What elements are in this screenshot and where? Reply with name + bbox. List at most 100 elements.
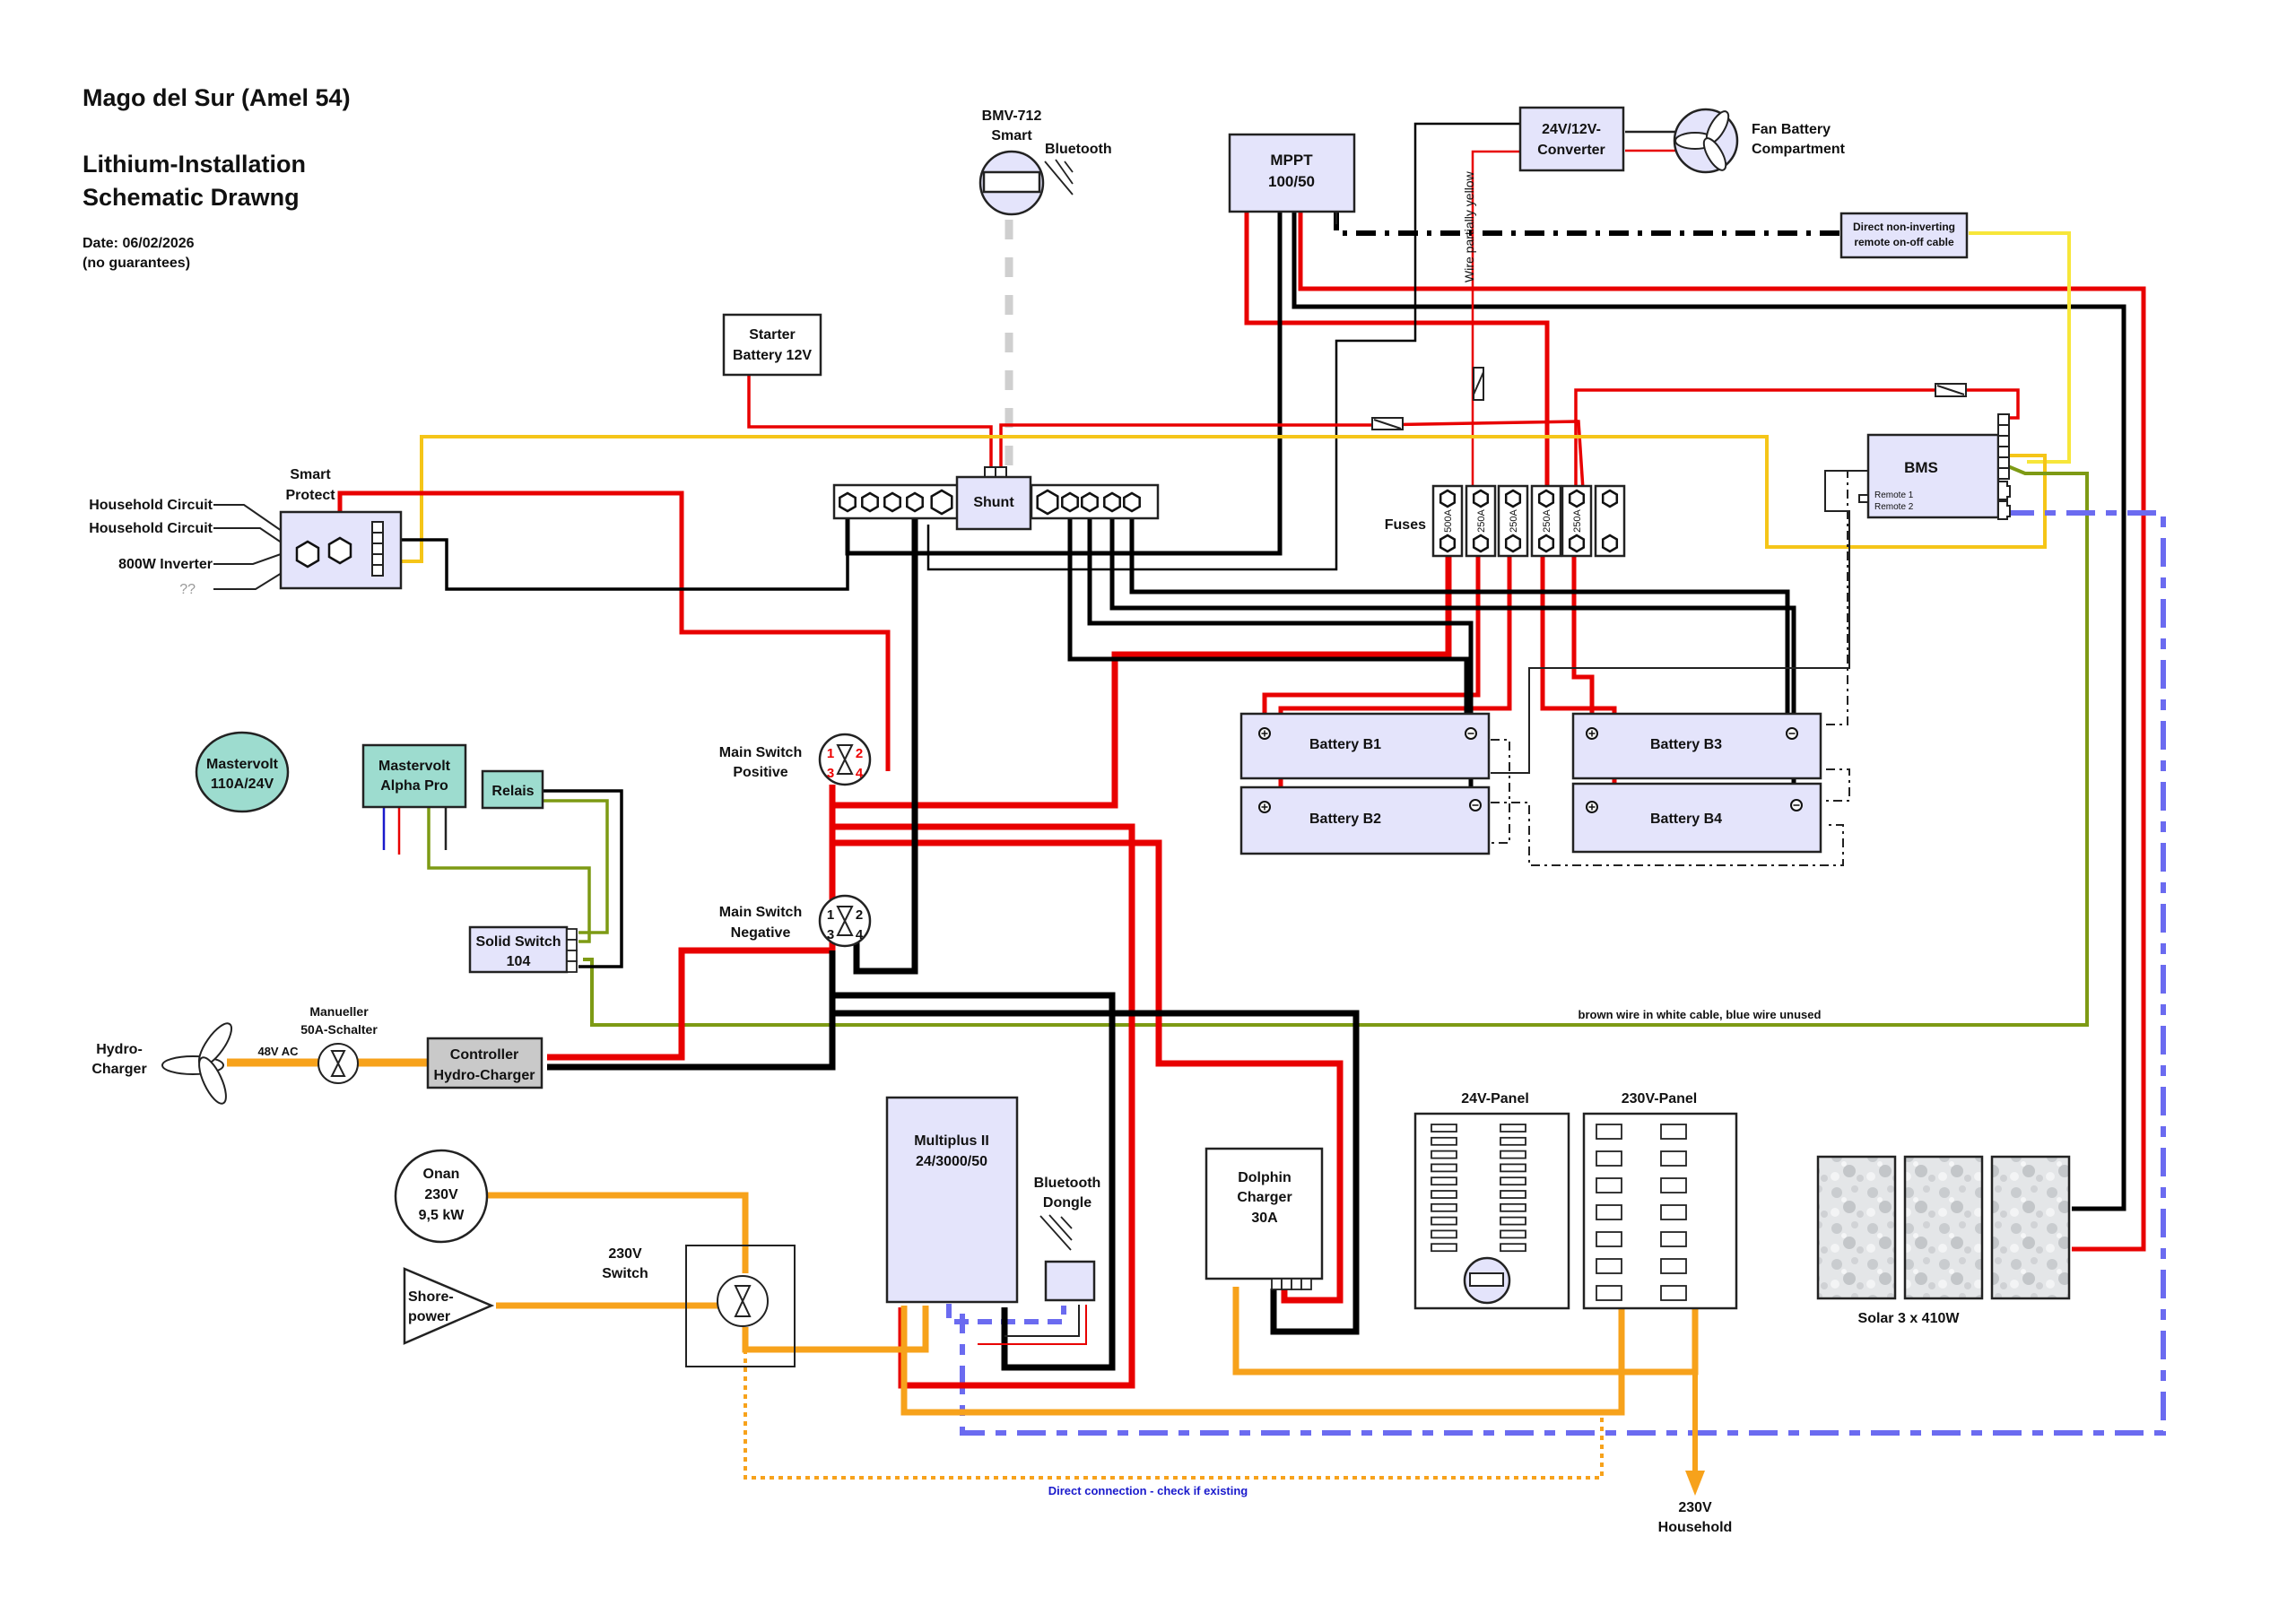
fuse-2[interactable]: 250A — [1465, 484, 1497, 558]
breaker-230v[interactable] — [1660, 1231, 1687, 1247]
onan-generator[interactable]: Onan 230V 9,5 kW — [394, 1149, 489, 1244]
solid-switch-model: 104 — [507, 954, 531, 969]
breaker-230v[interactable] — [1596, 1177, 1622, 1193]
solid-switch-104[interactable]: Solid Switch 104 — [468, 925, 578, 974]
switch-230v-label: 230V — [608, 1246, 642, 1262]
bms-supply-wire — [1574, 388, 2020, 490]
breaker-230v[interactable] — [1660, 1204, 1687, 1220]
breaker-24v[interactable] — [1431, 1163, 1457, 1173]
battery-compartment-fan[interactable]: Fan Battery Compartment — [1673, 108, 1846, 174]
breaker-24v[interactable] — [1431, 1176, 1457, 1186]
solar-array[interactable]: Solar 3 x 410W — [1816, 1155, 2071, 1326]
battery-b1[interactable]: Battery B1 — [1239, 712, 1491, 780]
breaker-24v[interactable] — [1500, 1150, 1526, 1159]
breaker-230v[interactable] — [1596, 1285, 1622, 1301]
direct-connection-dotted — [744, 1350, 1604, 1480]
bluetooth-dongle[interactable]: Bluetooth Dongle — [1034, 1176, 1101, 1302]
breaker-230v[interactable] — [1660, 1124, 1687, 1140]
battery-b3[interactable]: Battery B3 — [1571, 712, 1822, 780]
shore-power[interactable]: Shore- power — [403, 1267, 495, 1345]
multiplus-inverter[interactable]: Multiplus II 24/3000/50 — [885, 1096, 1019, 1304]
bms-remote-port — [1858, 494, 1869, 503]
panel-230v[interactable]: 230V-Panel — [1582, 1091, 1738, 1310]
solar-label: Solar 3 x 410W — [1858, 1311, 1961, 1326]
breaker-24v[interactable] — [1500, 1243, 1526, 1253]
breaker-230v[interactable] — [1660, 1150, 1687, 1167]
breaker-24v[interactable] — [1431, 1136, 1457, 1146]
battery-b4[interactable]: Battery B4 — [1571, 782, 1822, 854]
dolphin-negative-wire — [832, 1010, 1360, 1335]
alternator-label: Mastervolt — [206, 757, 279, 772]
relais[interactable]: Relais — [481, 769, 544, 810]
battery-b2[interactable]: Battery B2 — [1239, 785, 1491, 855]
converter-sublabel: Converter — [1537, 143, 1605, 158]
bmv-label: BMV-712 — [982, 108, 1042, 124]
breaker-24v[interactable] — [1431, 1202, 1457, 1212]
main-switch-positive[interactable]: Main Switch Positive 1 2 3 4 — [719, 733, 872, 786]
switch-230v[interactable]: 230V Switch — [602, 1245, 796, 1367]
household-arrow-icon — [1685, 1471, 1705, 1496]
fuse-terminal-icon — [1601, 534, 1619, 553]
smart-protect[interactable]: Smart Protect — [279, 467, 403, 590]
breaker-230v[interactable] — [1660, 1285, 1687, 1301]
breaker-24v[interactable] — [1500, 1229, 1526, 1239]
breaker-24v[interactable] — [1500, 1124, 1526, 1133]
breaker-24v[interactable] — [1500, 1163, 1526, 1173]
breaker-230v[interactable] — [1596, 1150, 1622, 1167]
solar-panel — [1903, 1155, 1984, 1300]
fuse-5[interactable]: 250A — [1561, 484, 1593, 558]
breaker-24v[interactable] — [1500, 1216, 1526, 1226]
negative-busbar-right[interactable] — [1030, 483, 1160, 520]
breaker-24v[interactable] — [1431, 1229, 1457, 1239]
breaker-24v[interactable] — [1500, 1202, 1526, 1212]
breaker-24v[interactable] — [1431, 1243, 1457, 1253]
bms[interactable]: BMS Remote 1 Remote 2 — [1858, 413, 2011, 520]
breaker-24v[interactable] — [1431, 1216, 1457, 1226]
household-230v: 230V Household — [1658, 1500, 1733, 1535]
multiplus-ac-out-wire — [900, 1306, 1625, 1416]
breaker-230v[interactable] — [1596, 1258, 1622, 1274]
breaker-230v[interactable] — [1660, 1177, 1687, 1193]
panel-24v-label: 24V-Panel — [1461, 1091, 1529, 1107]
mastervolt-alpha-pro[interactable]: Mastervolt Alpha Pro — [361, 743, 467, 809]
breaker-24v[interactable] — [1431, 1150, 1457, 1159]
battery-b1-label: Battery B1 — [1309, 737, 1381, 752]
fuse-rating: 500A — [1443, 508, 1454, 532]
dolphin-connector-icon — [1271, 1278, 1312, 1290]
starter-battery[interactable]: Starter Battery 12V — [722, 313, 822, 377]
bmv-712-monitor[interactable]: BMV-712 Smart Bluetooth — [978, 108, 1112, 216]
mastervolt-alternator[interactable]: Mastervolt 110A/24V — [195, 731, 290, 813]
bluetooth-waves-icon — [1044, 159, 1074, 195]
breaker-24v[interactable] — [1431, 1124, 1457, 1133]
fuse-1[interactable]: 500A — [1431, 484, 1464, 558]
breaker-230v[interactable] — [1596, 1204, 1622, 1220]
multiplus-label: Multiplus II — [914, 1133, 989, 1149]
dolphin-charger[interactable]: Dolphin Charger 30A — [1205, 1147, 1324, 1290]
hydro-controller[interactable]: Controller Hydro-Charger — [426, 1037, 544, 1089]
hydro-charger[interactable]: Hydro- Charger — [91, 1019, 237, 1107]
main-switch-negative[interactable]: Main Switch Negative 1 2 3 4 — [719, 894, 872, 948]
mppt-charger[interactable]: MPPT 100/50 — [1228, 133, 1356, 213]
breaker-230v[interactable] — [1596, 1231, 1622, 1247]
fuse-terminal-icon — [1504, 534, 1522, 553]
breaker-24v[interactable] — [1500, 1136, 1526, 1146]
breaker-230v[interactable] — [1596, 1124, 1622, 1140]
breaker-24v[interactable] — [1431, 1190, 1457, 1199]
starter-battery-label: Starter — [749, 327, 796, 343]
breaker-24v[interactable] — [1500, 1176, 1526, 1186]
shunt[interactable]: Shunt — [955, 466, 1032, 531]
fuse-3[interactable]: 250A — [1497, 484, 1529, 558]
hydro-charger-label: Hydro- — [96, 1042, 143, 1057]
dc-converter[interactable]: 24V/12V- Converter — [1518, 106, 1625, 172]
remote-on-off-cable-box[interactable]: Direct non-inverting remote on-off cable — [1839, 212, 1969, 259]
svg-text:3: 3 — [827, 766, 834, 781]
fuse-6[interactable] — [1594, 484, 1626, 558]
negative-busbar-left[interactable] — [832, 483, 961, 520]
breaker-230v[interactable] — [1660, 1258, 1687, 1274]
fuse-4[interactable]: 250A — [1530, 484, 1562, 558]
panel-24v[interactable]: 24V-Panel — [1413, 1091, 1570, 1310]
breaker-24v[interactable] — [1500, 1190, 1526, 1199]
remote-on-off-cable — [1334, 211, 1841, 236]
manual-50a-switch[interactable]: Manueller 50A-Schalter — [300, 1004, 378, 1084]
